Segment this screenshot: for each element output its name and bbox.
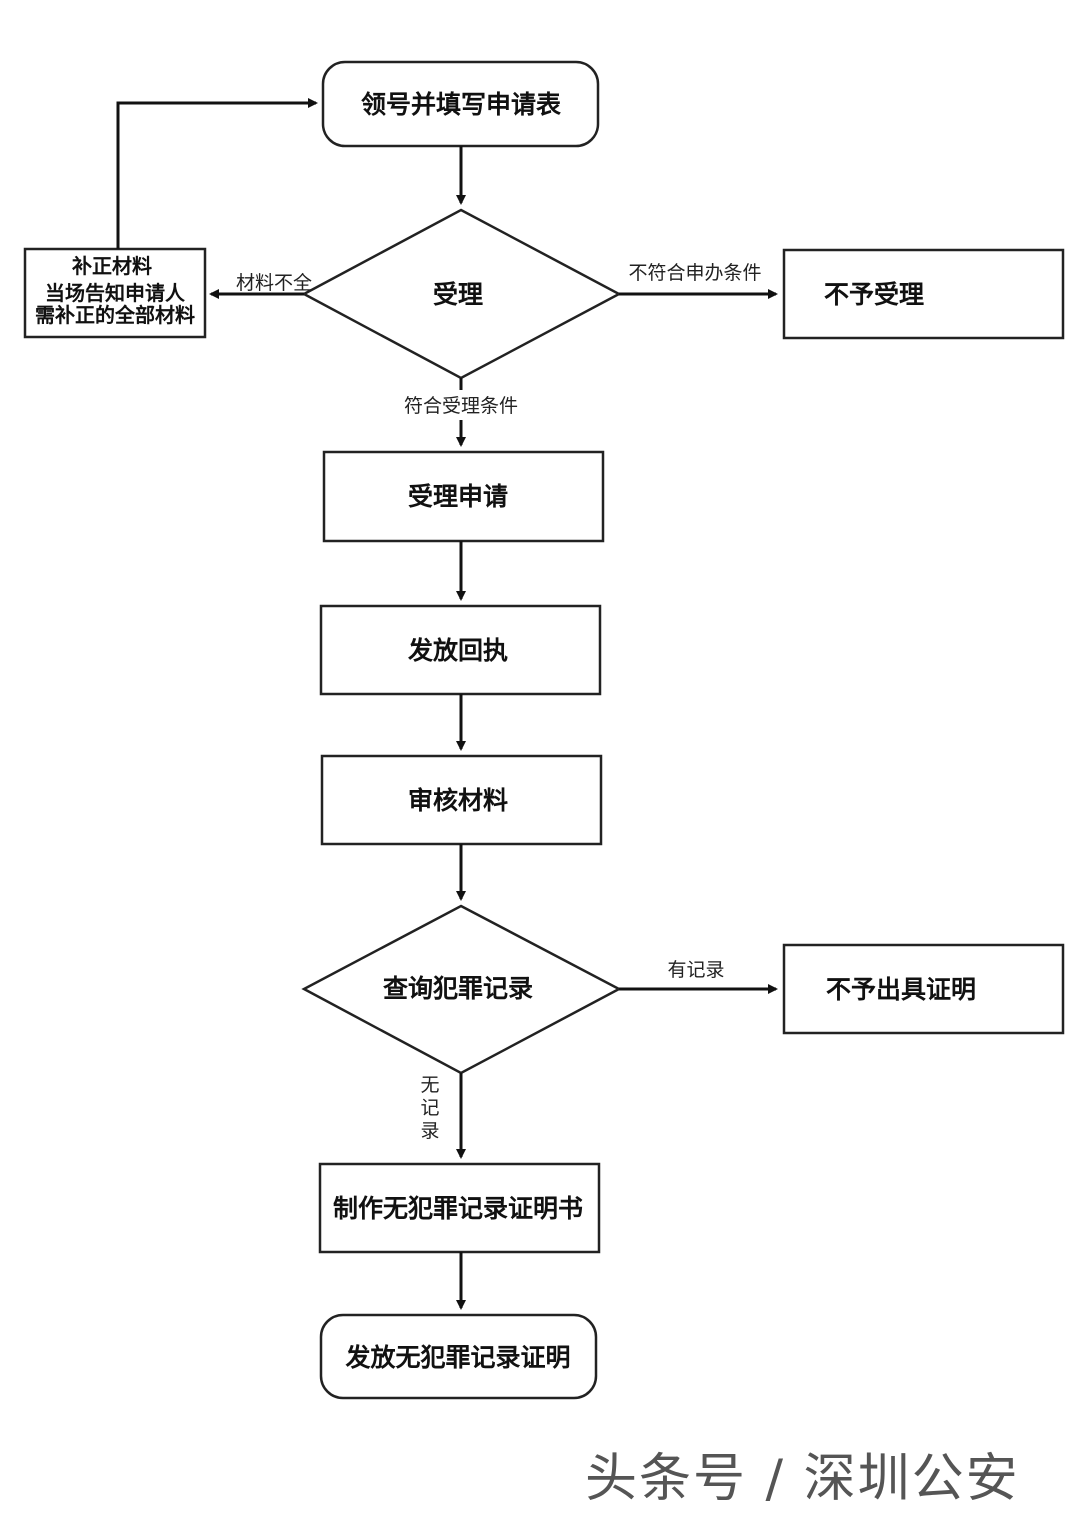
make-certificate-label: 制作无犯罪记录证明书: [333, 1194, 583, 1223]
reject-node: [782, 248, 1065, 340]
no-certificate-label: 不予出具证明: [826, 975, 976, 1004]
edge-label-no-record-2: 记: [420, 1097, 439, 1119]
edge-label-not-eligible: 不符合申办条件: [628, 262, 761, 284]
edge-label-no-record-3: 录: [420, 1120, 439, 1142]
no-certificate-node: [782, 943, 1065, 1035]
review-label: 审核材料: [408, 786, 508, 815]
edge-label-has-record: 有记录: [667, 959, 724, 981]
supplement-node: [23, 247, 207, 339]
reject-node-label: 不予受理: [824, 280, 924, 309]
supplement-line1: 当场告知申请人: [45, 281, 186, 305]
edge-label-no-record-1: 无: [420, 1074, 439, 1096]
arrow-supplement-to-start: [116, 98, 318, 249]
issue-receipt-label: 发放回执: [407, 636, 508, 665]
edge-label-eligible: 符合受理条件: [404, 395, 518, 417]
accept-apply-label: 受理申请: [408, 482, 508, 511]
issue-certificate-label: 发放无犯罪记录证明: [344, 1343, 570, 1372]
accept-apply-node: [322, 450, 605, 543]
supplement-line2: 需补正的全部材料: [35, 303, 195, 327]
review-node: [320, 754, 603, 846]
query-decision-label: 查询犯罪记录: [383, 974, 533, 1003]
edge-label-bg: [395, 390, 527, 420]
make-certificate-node: [318, 1162, 601, 1254]
supplement-title: 补正材料: [71, 254, 152, 278]
accept-decision-label: 受理: [433, 280, 483, 309]
start-node-label: 领号并填写申请表: [361, 90, 562, 119]
issue-certificate-node: [319, 1313, 598, 1400]
watermark-text: 头条号 / 深圳公安: [585, 1449, 1020, 1509]
edge-label-incomplete: 材料不全: [236, 272, 312, 294]
